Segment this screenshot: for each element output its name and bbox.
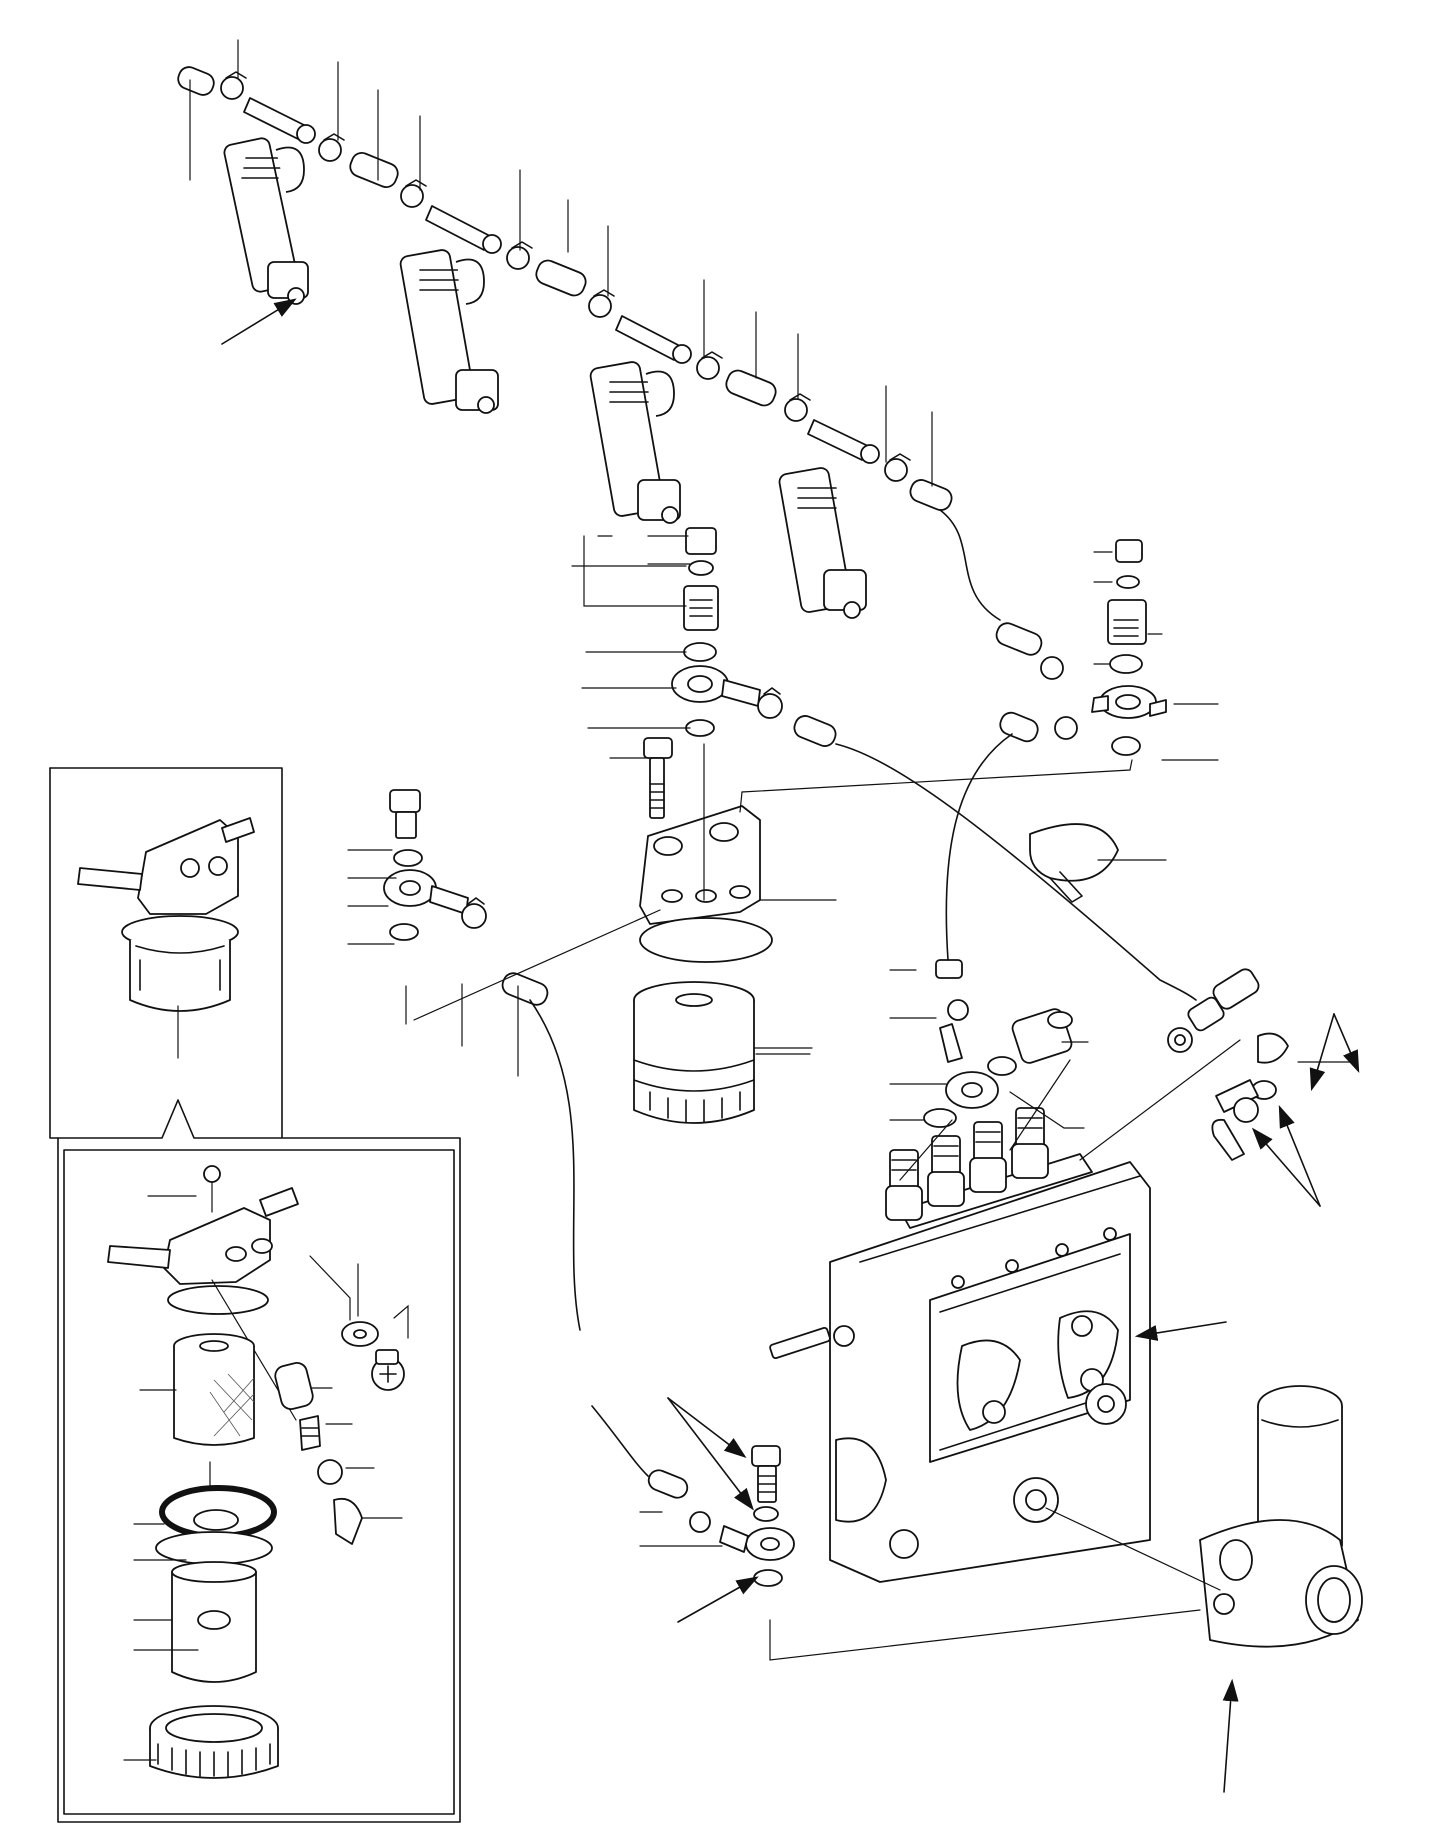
injector-1 [223,137,309,305]
leader-lines-center [347,535,837,1077]
connecting-hoses [413,733,1241,1661]
banjo-bolt-stack-center [671,527,837,747]
inset-panel [49,767,461,1823]
banjo-bolt-stack-right [999,539,1167,756]
callout-arrow-injector [221,298,297,345]
filter-head [639,805,773,963]
sediment-bowl-assembled [77,817,255,1059]
bleed-screw-right [1167,968,1289,1161]
hose-clamp-band [1029,823,1119,903]
leak-off-line [177,66,1064,680]
inset-sediment-bowl [133,1509,273,1683]
banjo-bolt-stack-bottom [647,1445,795,1587]
feed-pump [1199,1385,1363,1648]
inset-ring-nut [123,1705,279,1779]
fuel-filter-cartridge [633,981,755,1124]
injector-2 [399,249,499,414]
leader-lines-bottom [639,1511,723,1547]
inset-small-parts [274,1263,409,1545]
banjo-stack-pump-inlet [923,959,1073,1128]
filter-head-bolt [643,737,673,819]
inset-filter-head [107,1165,351,1421]
injection-pump-body [769,1153,1151,1583]
injector-4 [778,467,867,619]
callout-arrows [667,1013,1360,1793]
leader-ticks-top [189,39,933,487]
banjo-bolt-stack-left [383,789,549,1006]
injection-pump-delivery-valves [885,1107,1049,1221]
injector-3 [589,361,681,524]
inset-filter-element [139,1333,255,1446]
